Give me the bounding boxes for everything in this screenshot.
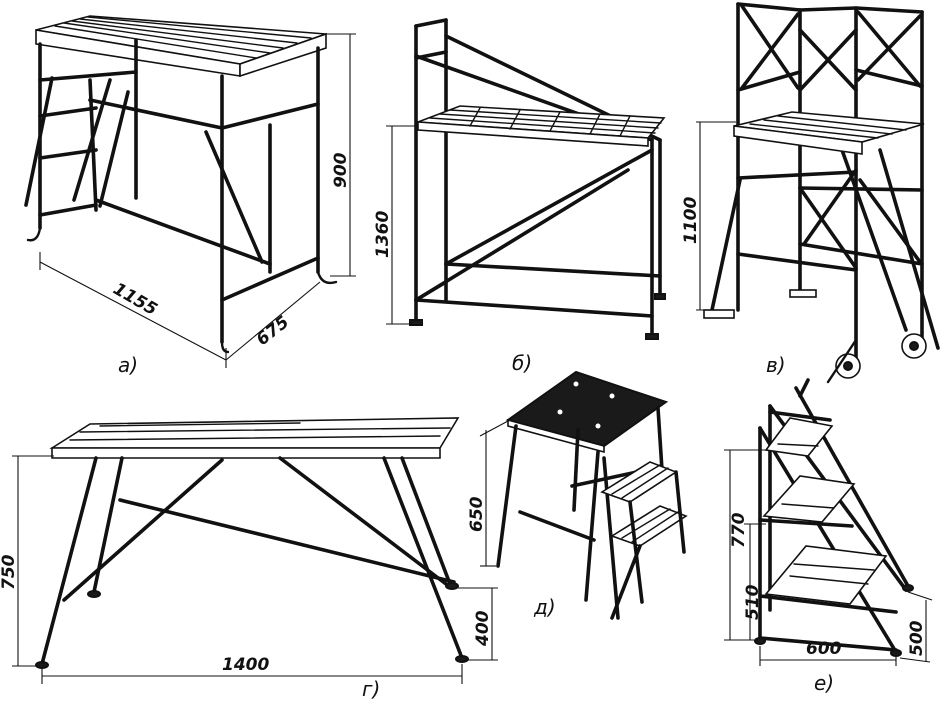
panel-d-label: д): [533, 595, 556, 619]
panel-e-dim-770: 770: [724, 449, 768, 641]
panel-e-label: е): [814, 671, 834, 695]
panel-b-deck-planks: [429, 107, 662, 137]
panel-b-deck-front: [417, 121, 649, 147]
panel-d-stool: 650 д): [467, 370, 688, 620]
panel-e-dim-600: 600: [759, 639, 897, 666]
panel-v-deck-front: [733, 125, 863, 155]
panel-v-dim-height: 1100: [681, 121, 736, 311]
panel-e-shelves: [762, 417, 888, 605]
panel-g-dim-fold: 400: [458, 587, 498, 661]
panel-e-stepladder: 770 510 600 500 е): [724, 378, 933, 695]
panel-g-dim-1400: 1400: [222, 655, 269, 675]
panel-v-label: в): [766, 353, 786, 377]
panel-g-dim-750: 750: [0, 554, 19, 590]
panel-a-dim-900: 900: [331, 152, 351, 188]
panel-a-deck-side: [239, 32, 327, 78]
panel-v-deck-planks: [749, 115, 907, 139]
panel-g-dim-length: 1400: [41, 655, 463, 684]
panel-g-legs: [40, 456, 464, 666]
panel-d-seat-bolts: [557, 381, 615, 429]
panel-a-dim-675: 675: [253, 312, 293, 350]
panel-v-base-plates: [703, 289, 817, 319]
panel-b-feet: [409, 293, 666, 340]
panel-b-dim-1360: 1360: [373, 211, 393, 258]
panel-v-wheels: [826, 333, 927, 384]
panel-g-dim-400: 400: [473, 610, 493, 647]
panel-v-scaffold: 1100 в): [681, 2, 940, 384]
panel-v-dim-1100: 1100: [681, 197, 701, 244]
panel-b-frame: [414, 18, 662, 338]
panel-g-top: [49, 417, 460, 449]
panel-e-dim-510: 510: [743, 523, 766, 640]
panel-d-seat-edge: [507, 418, 605, 454]
panel-d-steps: [600, 461, 688, 620]
panel-d-legs: [496, 406, 664, 620]
panel-a-dim-1155: 1155: [110, 279, 161, 320]
panel-a-label: а): [118, 353, 138, 377]
panel-e-dim-500: 500: [907, 620, 927, 656]
panel-g-feet: [35, 582, 469, 669]
panel-g-top-grain: [69, 422, 451, 441]
panel-e-dim-600: 600: [806, 639, 842, 659]
panel-d-dim-height: 650: [467, 419, 511, 567]
panel-a-deck-planks: [54, 16, 312, 59]
panel-a-dim-length: 1155: [39, 252, 227, 368]
panel-v-frame: [710, 2, 940, 364]
panel-e-dim-770: 770: [729, 512, 749, 548]
panel-g-dim-height: 750: [0, 455, 54, 667]
panel-a-dim-height: 900: [326, 33, 356, 277]
panel-b-dim-height: 1360: [373, 125, 418, 325]
panel-e-dim-510: 510: [743, 584, 763, 620]
panel-a-scaffold: 900 1155 675 а): [24, 15, 356, 377]
panel-g-trestle: 750 1400 400 г): [0, 417, 498, 701]
panel-b-label: б): [512, 351, 532, 375]
panel-a-frame: [24, 38, 320, 344]
panel-d-dim-650: 650: [467, 496, 487, 532]
panel-g-top-edge: [51, 447, 441, 459]
panel-g-label: г): [362, 677, 380, 701]
panel-d-seat: [505, 370, 669, 448]
panel-b-scaffold: 1360 б): [373, 18, 666, 375]
panel-e-dim-500: 500: [899, 591, 933, 663]
panel-a-feet: [26, 226, 338, 354]
